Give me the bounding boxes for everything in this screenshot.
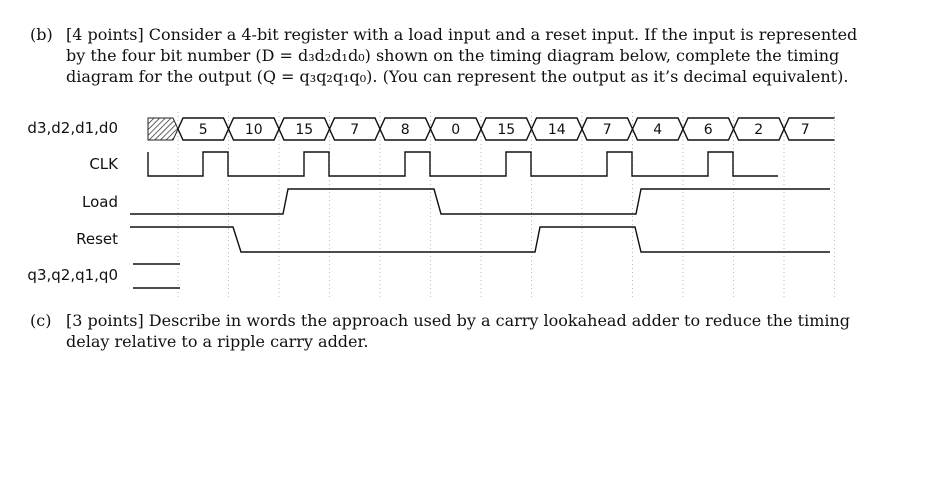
- data-bus-value: 10: [245, 122, 263, 138]
- data-bus-value: 15: [497, 122, 515, 138]
- label-load: Load: [82, 193, 118, 211]
- label-output: q3,q2,q1,q0: [27, 266, 118, 284]
- question-b-tag: (b): [30, 25, 53, 44]
- data-bus: [177, 117, 835, 141]
- clk-waveform: [147, 151, 778, 177]
- data-bus-value: 4: [653, 122, 662, 138]
- data-bus-value: 6: [704, 122, 713, 138]
- data-bus-value: 14: [548, 122, 566, 138]
- data-bus-value: 7: [801, 122, 810, 138]
- data-values: 5 10 15 7 8 0 15 14 7 4 6 2 7: [199, 122, 810, 138]
- data-bus-value: 15: [295, 122, 313, 138]
- question-c-line2: delay relative to a ripple carry adder.: [66, 332, 369, 351]
- data-bus-value: 5: [199, 122, 208, 138]
- data-bus-value: 0: [451, 122, 460, 138]
- question-b-line2: by the four bit number (D = d₃d₂d₁d₀) sh…: [66, 46, 840, 65]
- data-bus-value: 7: [350, 122, 359, 138]
- reset-waveform: [130, 226, 830, 253]
- label-data: d3,d2,d1,d0: [27, 119, 118, 137]
- question-b: (b) [4 points] Consider a 4-bit register …: [30, 24, 890, 87]
- data-bus-value: 7: [603, 122, 612, 138]
- question-c-line1: [3 points] Describe in words the approac…: [66, 311, 851, 330]
- data-bus-value: 2: [754, 122, 763, 138]
- question-c-tag: (c): [30, 311, 52, 330]
- question-b-line3: diagram for the output (Q = q₃q₂q₁q₀). (…: [66, 67, 849, 86]
- load-waveform: [130, 188, 830, 215]
- output-blank-lines: [133, 263, 180, 289]
- data-bus-value: 8: [401, 122, 410, 138]
- question-c: (c) [3 points] Describe in words the appr…: [30, 310, 890, 352]
- data-unknown-region: [147, 117, 179, 141]
- question-b-line1: [4 points] Consider a 4-bit register wit…: [66, 25, 858, 44]
- data-bus-cell: [783, 117, 835, 141]
- label-reset: Reset: [76, 230, 118, 248]
- timing-gridlines: [177, 112, 835, 298]
- label-clk: CLK: [89, 155, 118, 173]
